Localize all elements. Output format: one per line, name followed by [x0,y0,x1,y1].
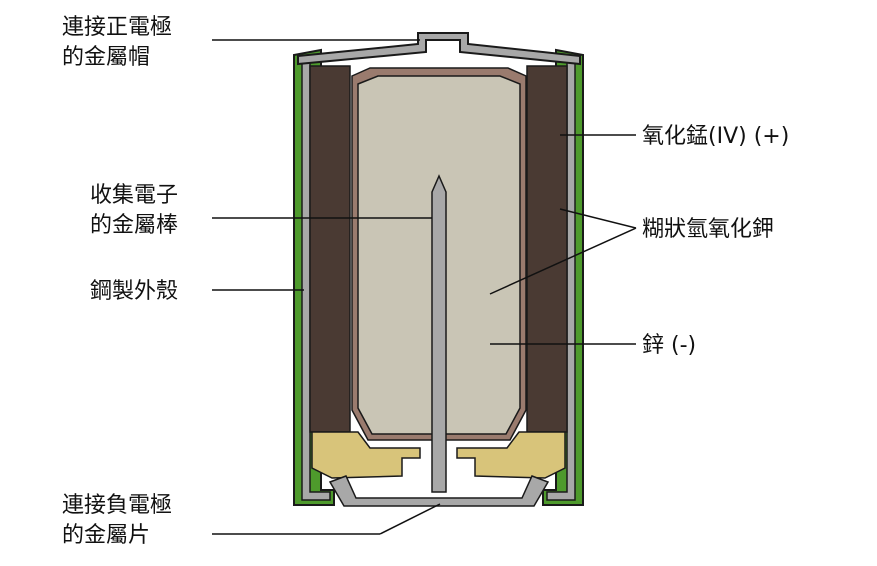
seal-left [311,431,421,479]
leader-lines [212,39,637,535]
label-positive-cap-line2: 的金屬帽 [62,45,150,70]
label-collector-line1: 收集電子 [90,183,178,208]
label-zinc: 鋅 (-) [642,333,696,358]
seal-right [456,431,566,479]
manganese-dioxide-left [309,65,351,433]
label-collector-line2: 的金屬棒 [90,213,178,238]
negative-plate [328,475,550,507]
manganese-dioxide-right [526,65,568,433]
label-koh-paste: 糊狀氫氧化鉀 [642,217,774,242]
positive-cap [297,32,581,66]
label-manganese: 氧化錳(IV) (+) [642,124,789,149]
label-steel-case: 鋼製外殼 [90,279,178,304]
label-negative-plate-line2: 的金屬片 [62,523,150,548]
label-negative-plate-line1: 連接負電極 [62,493,172,518]
collector-rod [431,174,447,493]
label-positive-cap-line1: 連接正電極 [62,15,172,40]
